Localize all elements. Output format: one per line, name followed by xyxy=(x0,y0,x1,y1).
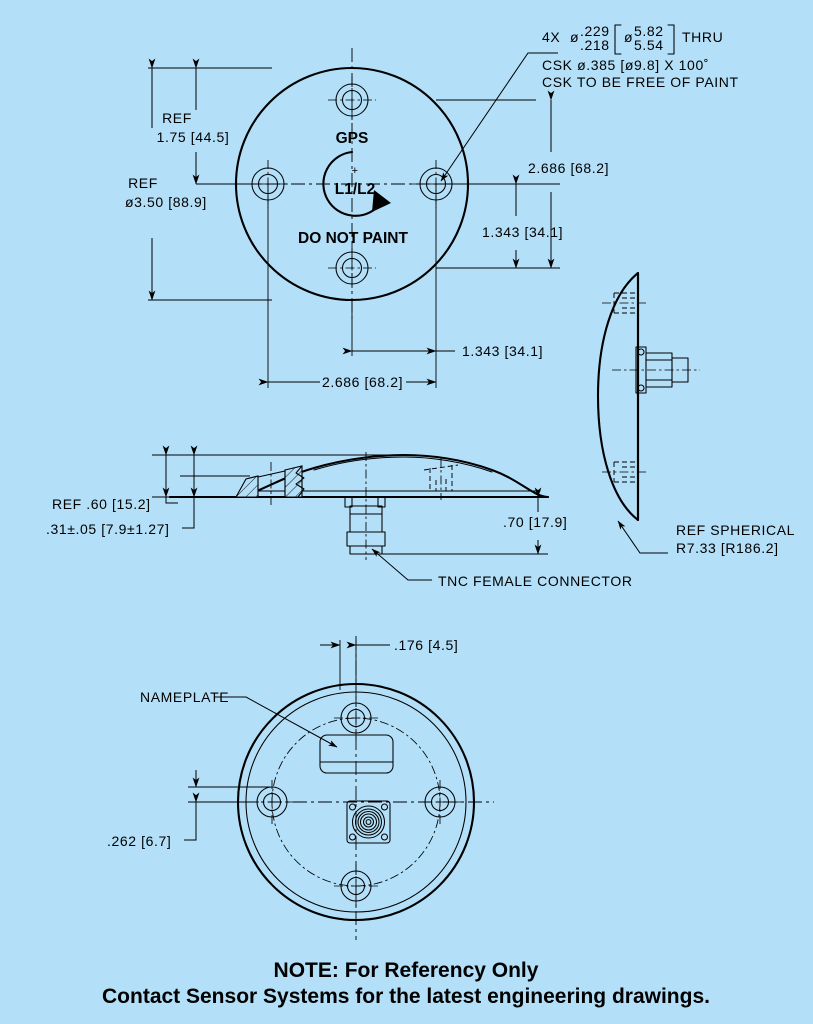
hole-callout-inch-upper: .229 xyxy=(580,23,610,39)
dim-leader-dome-height xyxy=(165,497,178,504)
dim-nameplate-width-label: .176 [4.5] xyxy=(394,637,458,653)
leader-tnc-connector xyxy=(371,548,432,581)
hole-callout-mm-upper: 5.82 xyxy=(634,23,664,39)
hole-callout-inch-lower: .218 xyxy=(580,37,610,53)
footer-note-line2: Contact Sensor Systems for the latest en… xyxy=(102,985,710,1008)
section-hatch-left-outer xyxy=(235,475,259,498)
label-tnc-connector: TNC FEMALE CONNECTOR xyxy=(438,573,633,589)
nameplate-shape xyxy=(319,734,394,774)
dim-edge-thickness-label: .31±.05 [7.9±1.27] xyxy=(46,521,169,537)
dim-leader-edge xyxy=(182,497,195,529)
leader-nameplate xyxy=(215,696,338,748)
label-spherical-radius-line1: REF SPHERICAL xyxy=(676,522,795,538)
side-tnc-connector xyxy=(612,346,700,394)
bracket-right-icon xyxy=(667,24,675,55)
side-dome-outline xyxy=(596,271,640,522)
dim-dome-height-label: REF .60 [15.2] xyxy=(52,496,151,512)
label-spherical-radius-line2: R7.33 [R186.2] xyxy=(676,540,779,556)
label-plus-marker: + xyxy=(352,165,359,177)
label-do-not-paint: DO NOT PAINT xyxy=(298,230,408,247)
hole-callout-dia-symbol: ø xyxy=(570,29,579,45)
section-break-line xyxy=(295,465,305,498)
hole-callout-thru: THRU xyxy=(682,29,723,45)
dim-outer-dia-ref-label: REF xyxy=(128,175,158,191)
side-view-group xyxy=(596,271,700,554)
dome-top-inner-line xyxy=(313,456,493,473)
bottom-hole-right xyxy=(418,780,462,824)
bottom-hole-top xyxy=(334,696,378,740)
hole-callout-block: 4X ø .229 .218 ø 5.82 5.54 THRU CSK ø.38… xyxy=(542,23,739,90)
dim-right-inner-value: 1.343 [34.1] xyxy=(482,224,563,240)
bracket-left-icon xyxy=(614,24,622,55)
top-view-group xyxy=(148,48,560,388)
mounting-hole-bottom xyxy=(328,244,376,292)
dim-leader-262 xyxy=(184,820,197,841)
dim-bottom-outer-value: 2.686 [68.2] xyxy=(322,374,403,390)
bottom-tnc-flange xyxy=(346,800,391,844)
dim-nameplate-offset-label: .262 [6.7] xyxy=(107,833,171,849)
label-gps: GPS xyxy=(336,130,369,147)
section-boss-top xyxy=(257,470,286,478)
hole-callout-csk-note: CSK TO BE FREE OF PAINT xyxy=(542,74,739,90)
dim-bolt-circle-ref-label: REF xyxy=(162,110,192,126)
dim-outer-dia-value: ø3.50 [88.9] xyxy=(125,194,207,210)
side-hole-bottom xyxy=(602,461,648,483)
label-band: L1/L2 xyxy=(335,181,375,198)
mounting-hole-top xyxy=(328,76,376,124)
dim-right-outer-value: 2.686 [68.2] xyxy=(528,160,609,176)
bottom-view-group xyxy=(184,636,494,940)
dim-bottom-inner-value: 1.343 [34.1] xyxy=(462,343,543,359)
right-hole-hidden-section xyxy=(423,458,459,500)
leader-spherical-radius xyxy=(617,520,668,554)
hole-callout-csk-line: CSK ø.385 [ø9.8] X 100˚ xyxy=(542,57,709,73)
side-hole-top xyxy=(602,292,648,314)
polarization-arrow-icon xyxy=(322,150,391,217)
hole-callout-mm-dia-symbol: ø xyxy=(624,29,633,45)
hole-callout-mm-lower: 5.54 xyxy=(634,37,664,53)
dim-bolt-circle-value: 1.75 [44.5] xyxy=(157,129,230,145)
section-boss-walls xyxy=(257,469,286,498)
label-nameplate: NAMEPLATE xyxy=(140,689,229,705)
footer-note-line1: NOTE: For Referency Only xyxy=(274,959,539,982)
section-view-group xyxy=(152,445,550,581)
dim-connector-length-label: .70 [17.9] xyxy=(503,514,567,530)
bottom-hole-bottom xyxy=(334,864,378,908)
hole-callout-qty: 4X xyxy=(542,29,560,45)
leader-hole-callout xyxy=(440,52,558,182)
tnc-connector-section xyxy=(344,452,386,560)
